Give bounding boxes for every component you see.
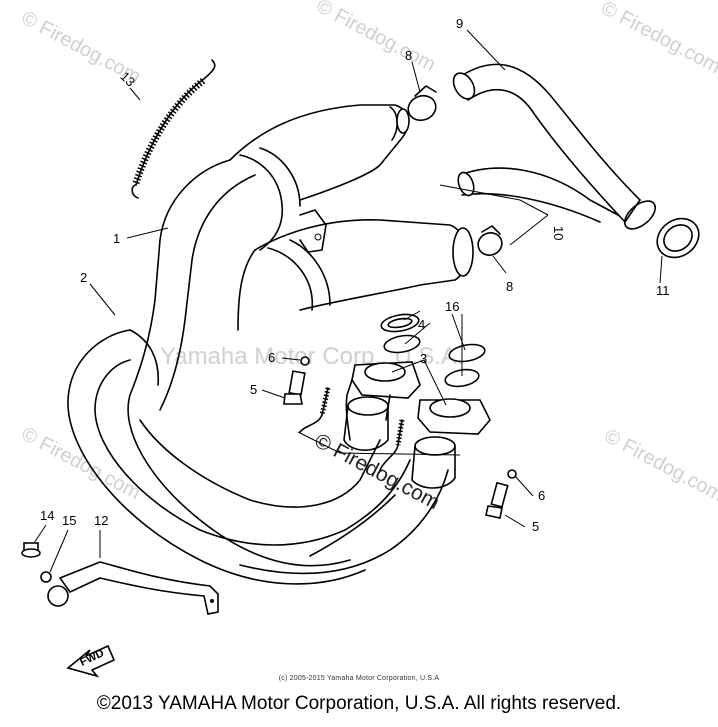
callout-10: 10 [551, 226, 566, 240]
parts-12-14-15-bracket [21, 542, 219, 615]
part-11-ring [656, 217, 700, 259]
callout-3: 3 [420, 351, 427, 366]
callout-5-right: 5 [532, 519, 539, 534]
part-1-upper-muffler [229, 104, 410, 253]
watermark-center: Yamaha Motor Corp., U.S.A. [160, 343, 464, 370]
callout-6-left: 6 [268, 350, 275, 365]
callout-8-top: 8 [405, 48, 412, 63]
callout-14: 14 [40, 508, 54, 523]
copyright-footer: ©2013 YAMAHA Motor Corporation, U.S.A. A… [96, 693, 622, 714]
callout-4: 4 [418, 317, 425, 332]
callout-1: 1 [113, 231, 120, 246]
parts-5-6-bolts-springs [283, 356, 517, 519]
leader-lines [33, 29, 663, 573]
small-credit: (c) 2005-2015 Yamaha Motor Corporation, … [278, 675, 440, 682]
part-8-clamps [407, 85, 503, 256]
parts-3-4-16-flanges-gaskets [343, 313, 491, 489]
watermark-top-center: © Firedog.com [313, 0, 439, 76]
part-2-lower-muffler [254, 219, 474, 311]
callout-12: 12 [94, 513, 108, 528]
parts-9-10-joint-pipes [452, 63, 657, 230]
watermark-mid-right: © Firedog.com [601, 425, 718, 506]
fwd-arrow: FWD [66, 644, 116, 678]
callout-5-left: 5 [250, 382, 257, 397]
callout-16: 16 [445, 299, 459, 314]
watermark-top-right: © Firedog.com [598, 0, 718, 78]
watermark-mid-left: © Firedog.com [18, 423, 144, 504]
callout-11: 11 [656, 283, 670, 298]
callout-2: 2 [80, 270, 87, 285]
exhaust-header-pipes [67, 159, 449, 585]
part-13-spring [131, 59, 216, 199]
callout-8-bottom: 8 [506, 279, 513, 294]
callout-9: 9 [456, 16, 463, 31]
callout-6-right: 6 [538, 488, 545, 503]
callout-15: 15 [62, 513, 76, 528]
callout-numbers: 1 2 3 4 5 5 6 6 8 8 9 10 11 12 13 14 15 … [40, 16, 670, 534]
